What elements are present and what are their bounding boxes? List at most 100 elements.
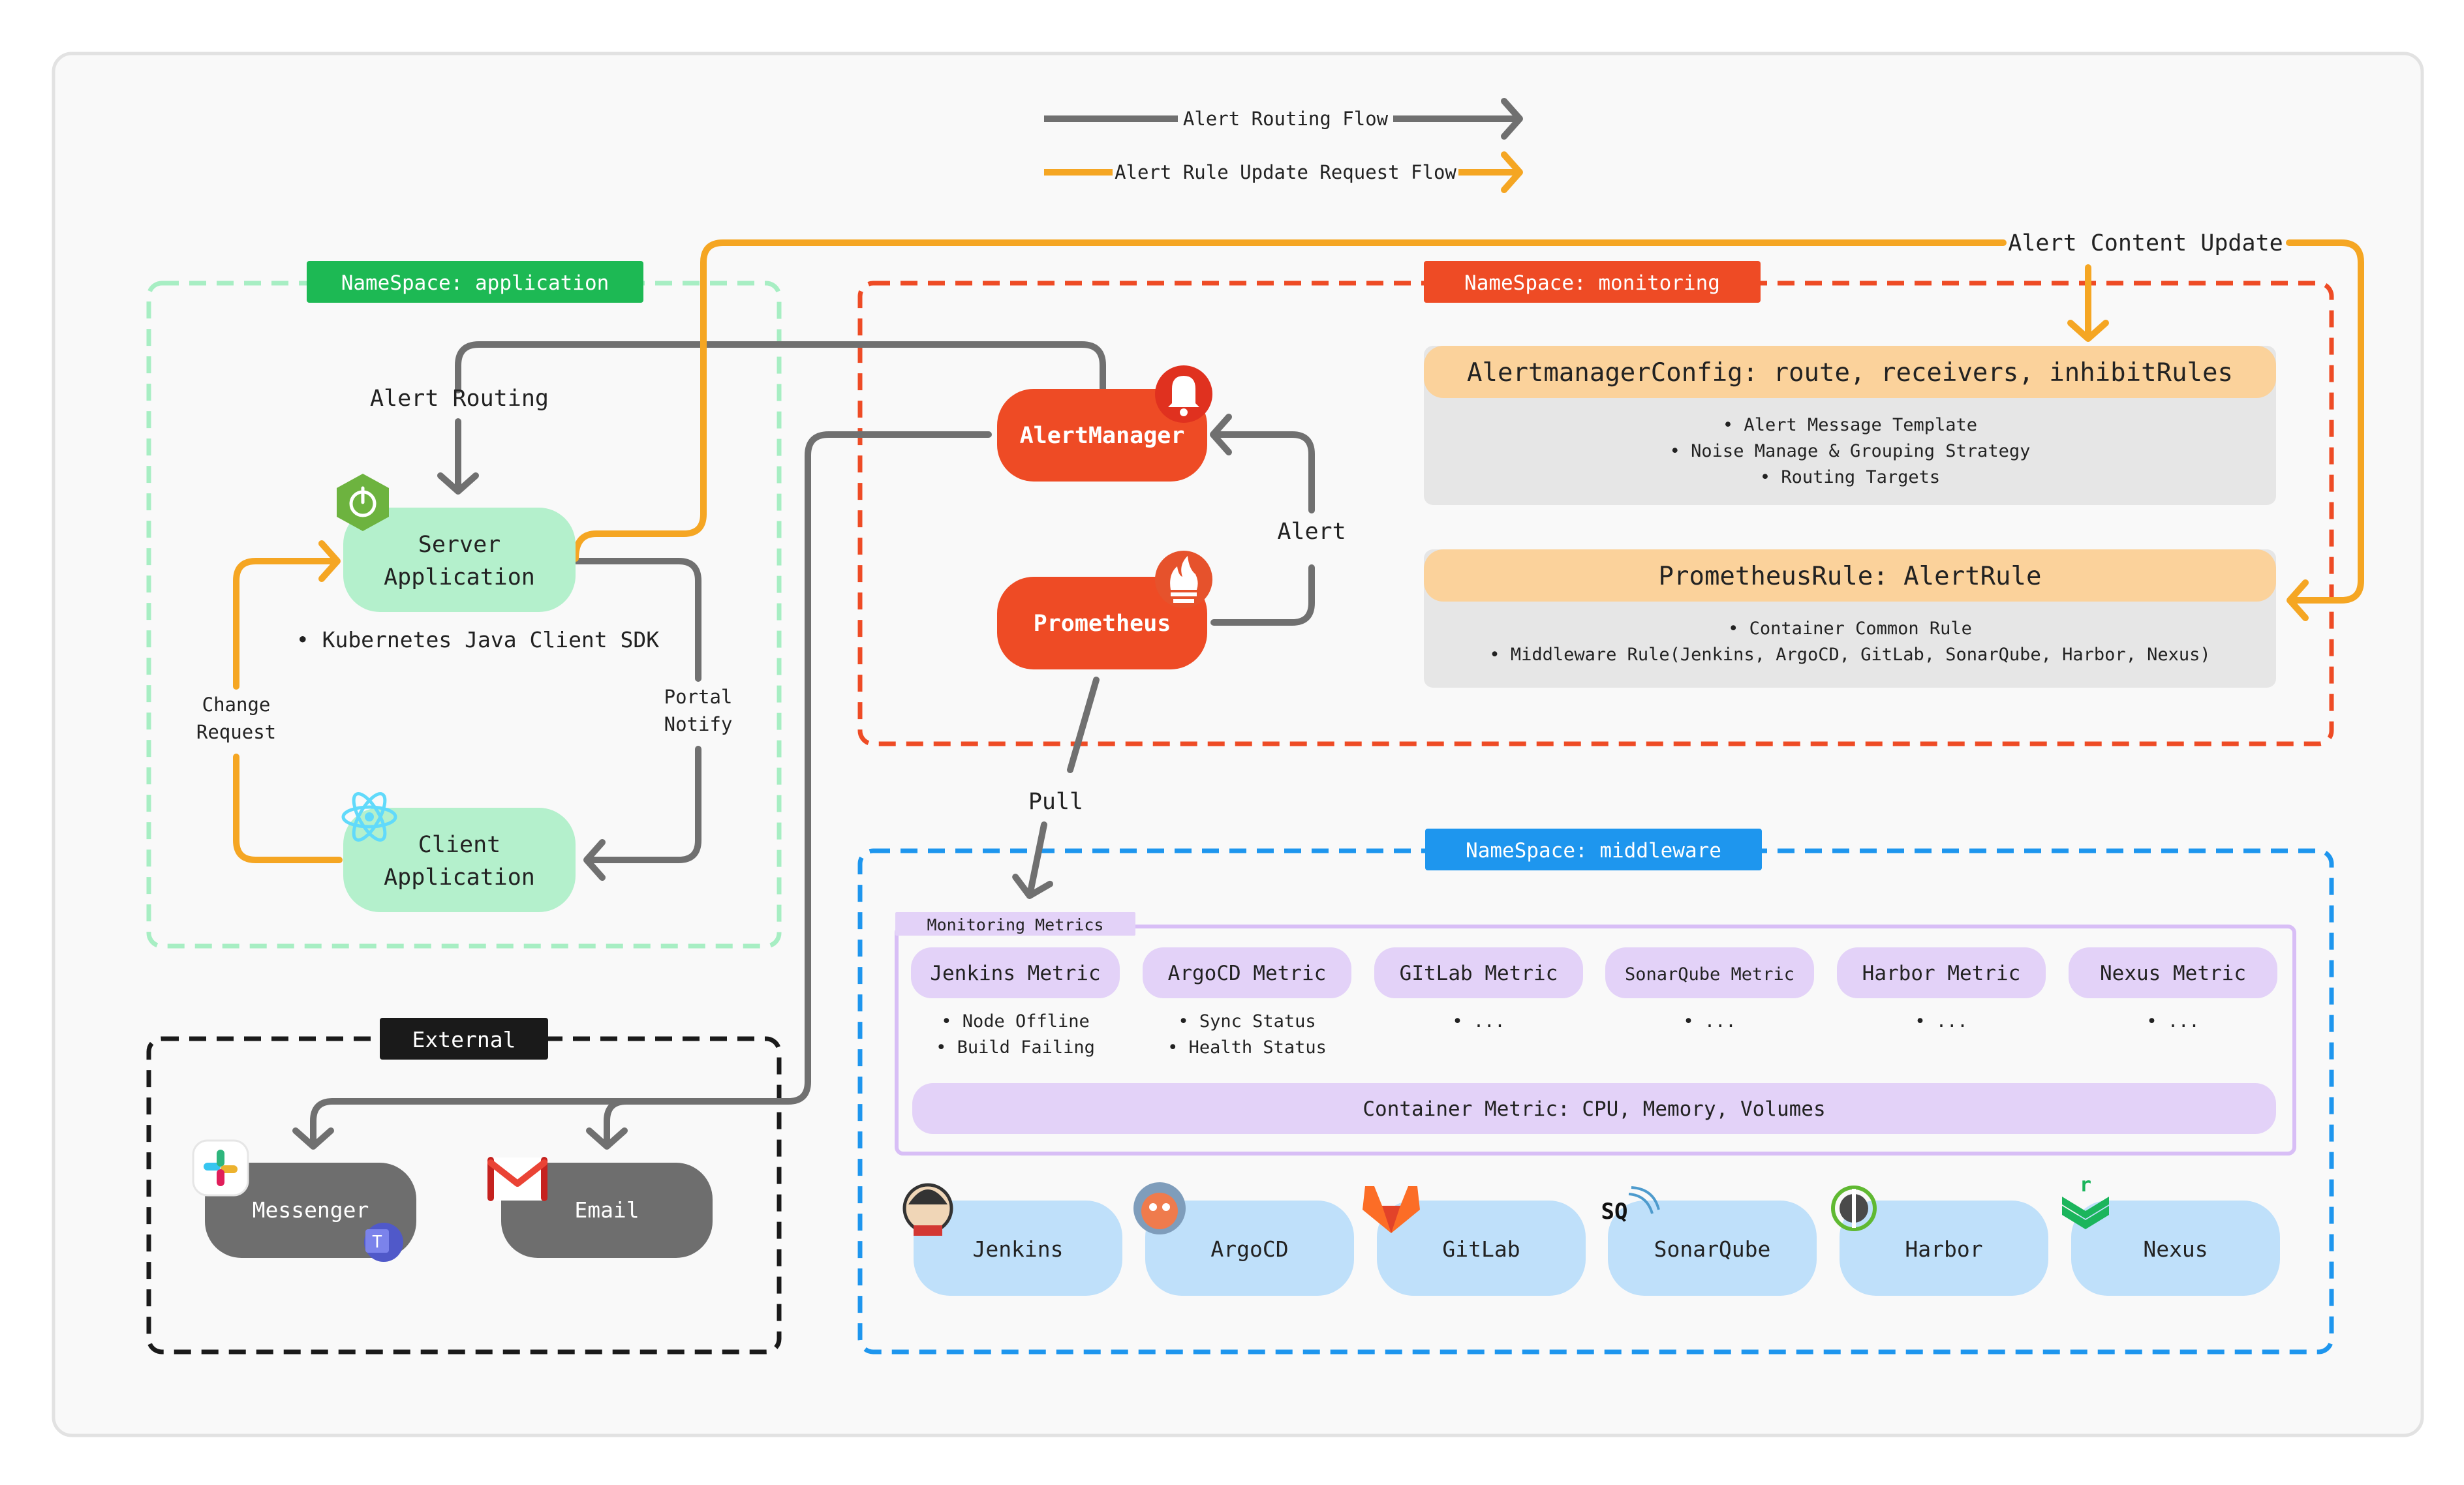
edge-server-to-client: [572, 558, 701, 682]
application-namespace-tag: [307, 261, 643, 303]
metric-card-item: • ...: [2146, 1011, 2199, 1032]
harbor-icon: [1831, 1186, 1877, 1231]
alertmanager-config-item-3: • Routing Targets: [1760, 467, 1940, 487]
edge-label-change-request-2: Request: [196, 721, 276, 743]
metric-card-item: • Build Failing: [936, 1037, 1095, 1058]
metric-card-title: SonarQube Metric: [1625, 964, 1794, 985]
messenger-node: Messenger T: [192, 1139, 416, 1262]
container-metric-bar: [912, 1083, 2276, 1134]
middleware-namespace-tag: [1425, 829, 1762, 870]
metric-card-item: • ...: [1915, 1011, 1967, 1032]
server-application-note: • Kubernetes Java Client SDK: [296, 627, 659, 652]
edge-prometheus-to-alertmanager: [1210, 564, 1315, 626]
edge-alertmanager-to-external: [292, 431, 992, 1150]
edge-label-alert: Alert: [1277, 519, 1346, 545]
legend-rule-update-label: Alert Rule Update Request Flow: [1115, 161, 1456, 183]
tool-node-label: ArgoCD: [1210, 1236, 1288, 1262]
alertmanager-node: AlertManager: [997, 365, 1212, 482]
prometheus-rule-title: PrometheusRule: AlertRule: [1659, 562, 2042, 591]
legend: Alert Routing Flow Alert Rule Update Req…: [1044, 98, 1523, 193]
edge-client-to-server: [233, 754, 343, 863]
edge-label-portal-notify-2: Notify: [664, 713, 733, 735]
email-node: Email: [487, 1157, 713, 1258]
tool-node: Jenkins: [902, 1183, 1122, 1296]
client-application-node: Client Application: [341, 792, 576, 912]
slack-icon: [192, 1139, 249, 1197]
tool-node-label: SonarQube: [1654, 1236, 1771, 1262]
email-label: Email: [574, 1197, 639, 1223]
edge-server-to-rule-update: [572, 239, 2007, 562]
client-application-label-1: Client: [418, 832, 501, 858]
metric-card-title: ArgoCD Metric: [1168, 962, 1327, 985]
metric-card: Nexus Metric • ...: [2069, 947, 2277, 1032]
server-application-label-1: Server: [418, 532, 501, 558]
svg-text:r: r: [2080, 1174, 2091, 1197]
metric-card-item: • ...: [1452, 1011, 1505, 1032]
middleware-namespace-label: NameSpace: middleware: [1466, 839, 1721, 863]
monitoring-namespace-label: NameSpace: monitoring: [1464, 271, 1720, 295]
tool-node-label: Harbor: [1905, 1236, 1982, 1262]
metric-card-item: • Health Status: [1167, 1037, 1327, 1058]
prometheus-rule-item-2: • Middleware Rule(Jenkins, ArgoCD, GitLa…: [1489, 645, 2210, 665]
alertmanager-config-panel: AlertmanagerConfig: route, receivers, in…: [1424, 346, 2276, 505]
alertmanager-config-item-2: • Noise Manage & Grouping Strategy: [1670, 441, 2031, 461]
messenger-label: Messenger: [253, 1197, 369, 1223]
external-namespace-tag: [380, 1018, 548, 1060]
monitoring-namespace-tag: [1424, 261, 1761, 303]
metric-card-title: Nexus Metric: [2100, 962, 2246, 985]
gmail-icon: [487, 1157, 547, 1201]
edge-label-change-request-1: Change: [202, 694, 271, 716]
alertmanager-config-title: AlertmanagerConfig: route, receivers, in…: [1467, 358, 2233, 388]
legend-routing-label: Alert Routing Flow: [1183, 108, 1389, 130]
sonarqube-icon: SQ: [1601, 1186, 1660, 1225]
svg-text:T: T: [372, 1232, 382, 1252]
metric-card-title: Jenkins Metric: [930, 962, 1100, 985]
middleware-tools: Jenkins ArgoCD GitLab SonarQube SQ Harbor Nexu…: [902, 1174, 2280, 1296]
metric-card: Harbor Metric • ...: [1837, 947, 2046, 1032]
tool-node-label: Jenkins: [972, 1236, 1063, 1262]
metric-card: ArgoCD Metric • Sync Status • Health Statu…: [1143, 947, 1351, 1058]
edge-label-portal-notify-1: Portal: [664, 686, 733, 708]
metric-card-title: Harbor Metric: [1862, 962, 2021, 985]
metric-cards: Jenkins Metric • Node Offline • Build Fail…: [911, 947, 2277, 1058]
metric-card-title: GItLab Metric: [1400, 962, 1558, 985]
tool-node: Nexus r: [2062, 1174, 2280, 1296]
edge-label-alert-routing: Alert Routing: [370, 386, 549, 412]
server-application-label-2: Application: [384, 564, 535, 590]
external-namespace-label: External: [412, 1027, 516, 1052]
svg-text:SQ: SQ: [1601, 1199, 1628, 1225]
prometheus-rule-panel: PrometheusRule: AlertRule • Container Co…: [1424, 549, 2276, 688]
edge-label-pull: Pull: [1028, 789, 1083, 815]
metric-card-item: • Node Offline: [941, 1011, 1090, 1032]
application-namespace-label: NameSpace: application: [341, 271, 609, 295]
monitoring-metrics-box: [895, 925, 2296, 1156]
edge-label-alert-content-update: Alert Content Update: [2008, 230, 2283, 256]
prometheus-node: Prometheus: [997, 551, 1212, 669]
argocd-icon: [1133, 1182, 1186, 1234]
tool-node: SonarQube SQ: [1601, 1186, 1817, 1296]
tool-node: GitLab: [1363, 1186, 1586, 1296]
tool-node: Harbor: [1831, 1186, 2048, 1296]
client-application-label-2: Application: [384, 865, 535, 891]
edge-prometheus-pull: [1067, 677, 1100, 773]
monitoring-metrics-label: Monitoring Metrics: [927, 915, 1104, 934]
metric-card: Jenkins Metric • Node Offline • Build Fail…: [911, 947, 1120, 1058]
metric-card: GItLab Metric • ...: [1374, 947, 1583, 1032]
server-application-node: Server Application: [337, 474, 576, 612]
bell-icon: [1155, 365, 1212, 423]
connectors: [233, 239, 2364, 1150]
tool-node-label: GitLab: [1442, 1236, 1520, 1262]
jenkins-icon: [902, 1183, 953, 1236]
prometheus-rule-item-1: • Container Common Rule: [1728, 619, 1972, 639]
tool-node-label: Nexus: [2143, 1236, 2208, 1262]
react-icon: [341, 792, 397, 842]
metric-card-item: • Sync Status: [1178, 1011, 1316, 1032]
prometheus-icon: [1155, 551, 1212, 608]
nexus-icon: r: [2062, 1174, 2109, 1229]
metric-card: SonarQube Metric • ...: [1605, 947, 1814, 1032]
gitlab-icon: [1363, 1186, 1420, 1233]
spring-boot-icon: [337, 474, 389, 531]
alertmanager-label: AlertManager: [1020, 423, 1185, 449]
prometheus-label: Prometheus: [1034, 611, 1171, 637]
metric-card-item: • ...: [1683, 1011, 1736, 1032]
